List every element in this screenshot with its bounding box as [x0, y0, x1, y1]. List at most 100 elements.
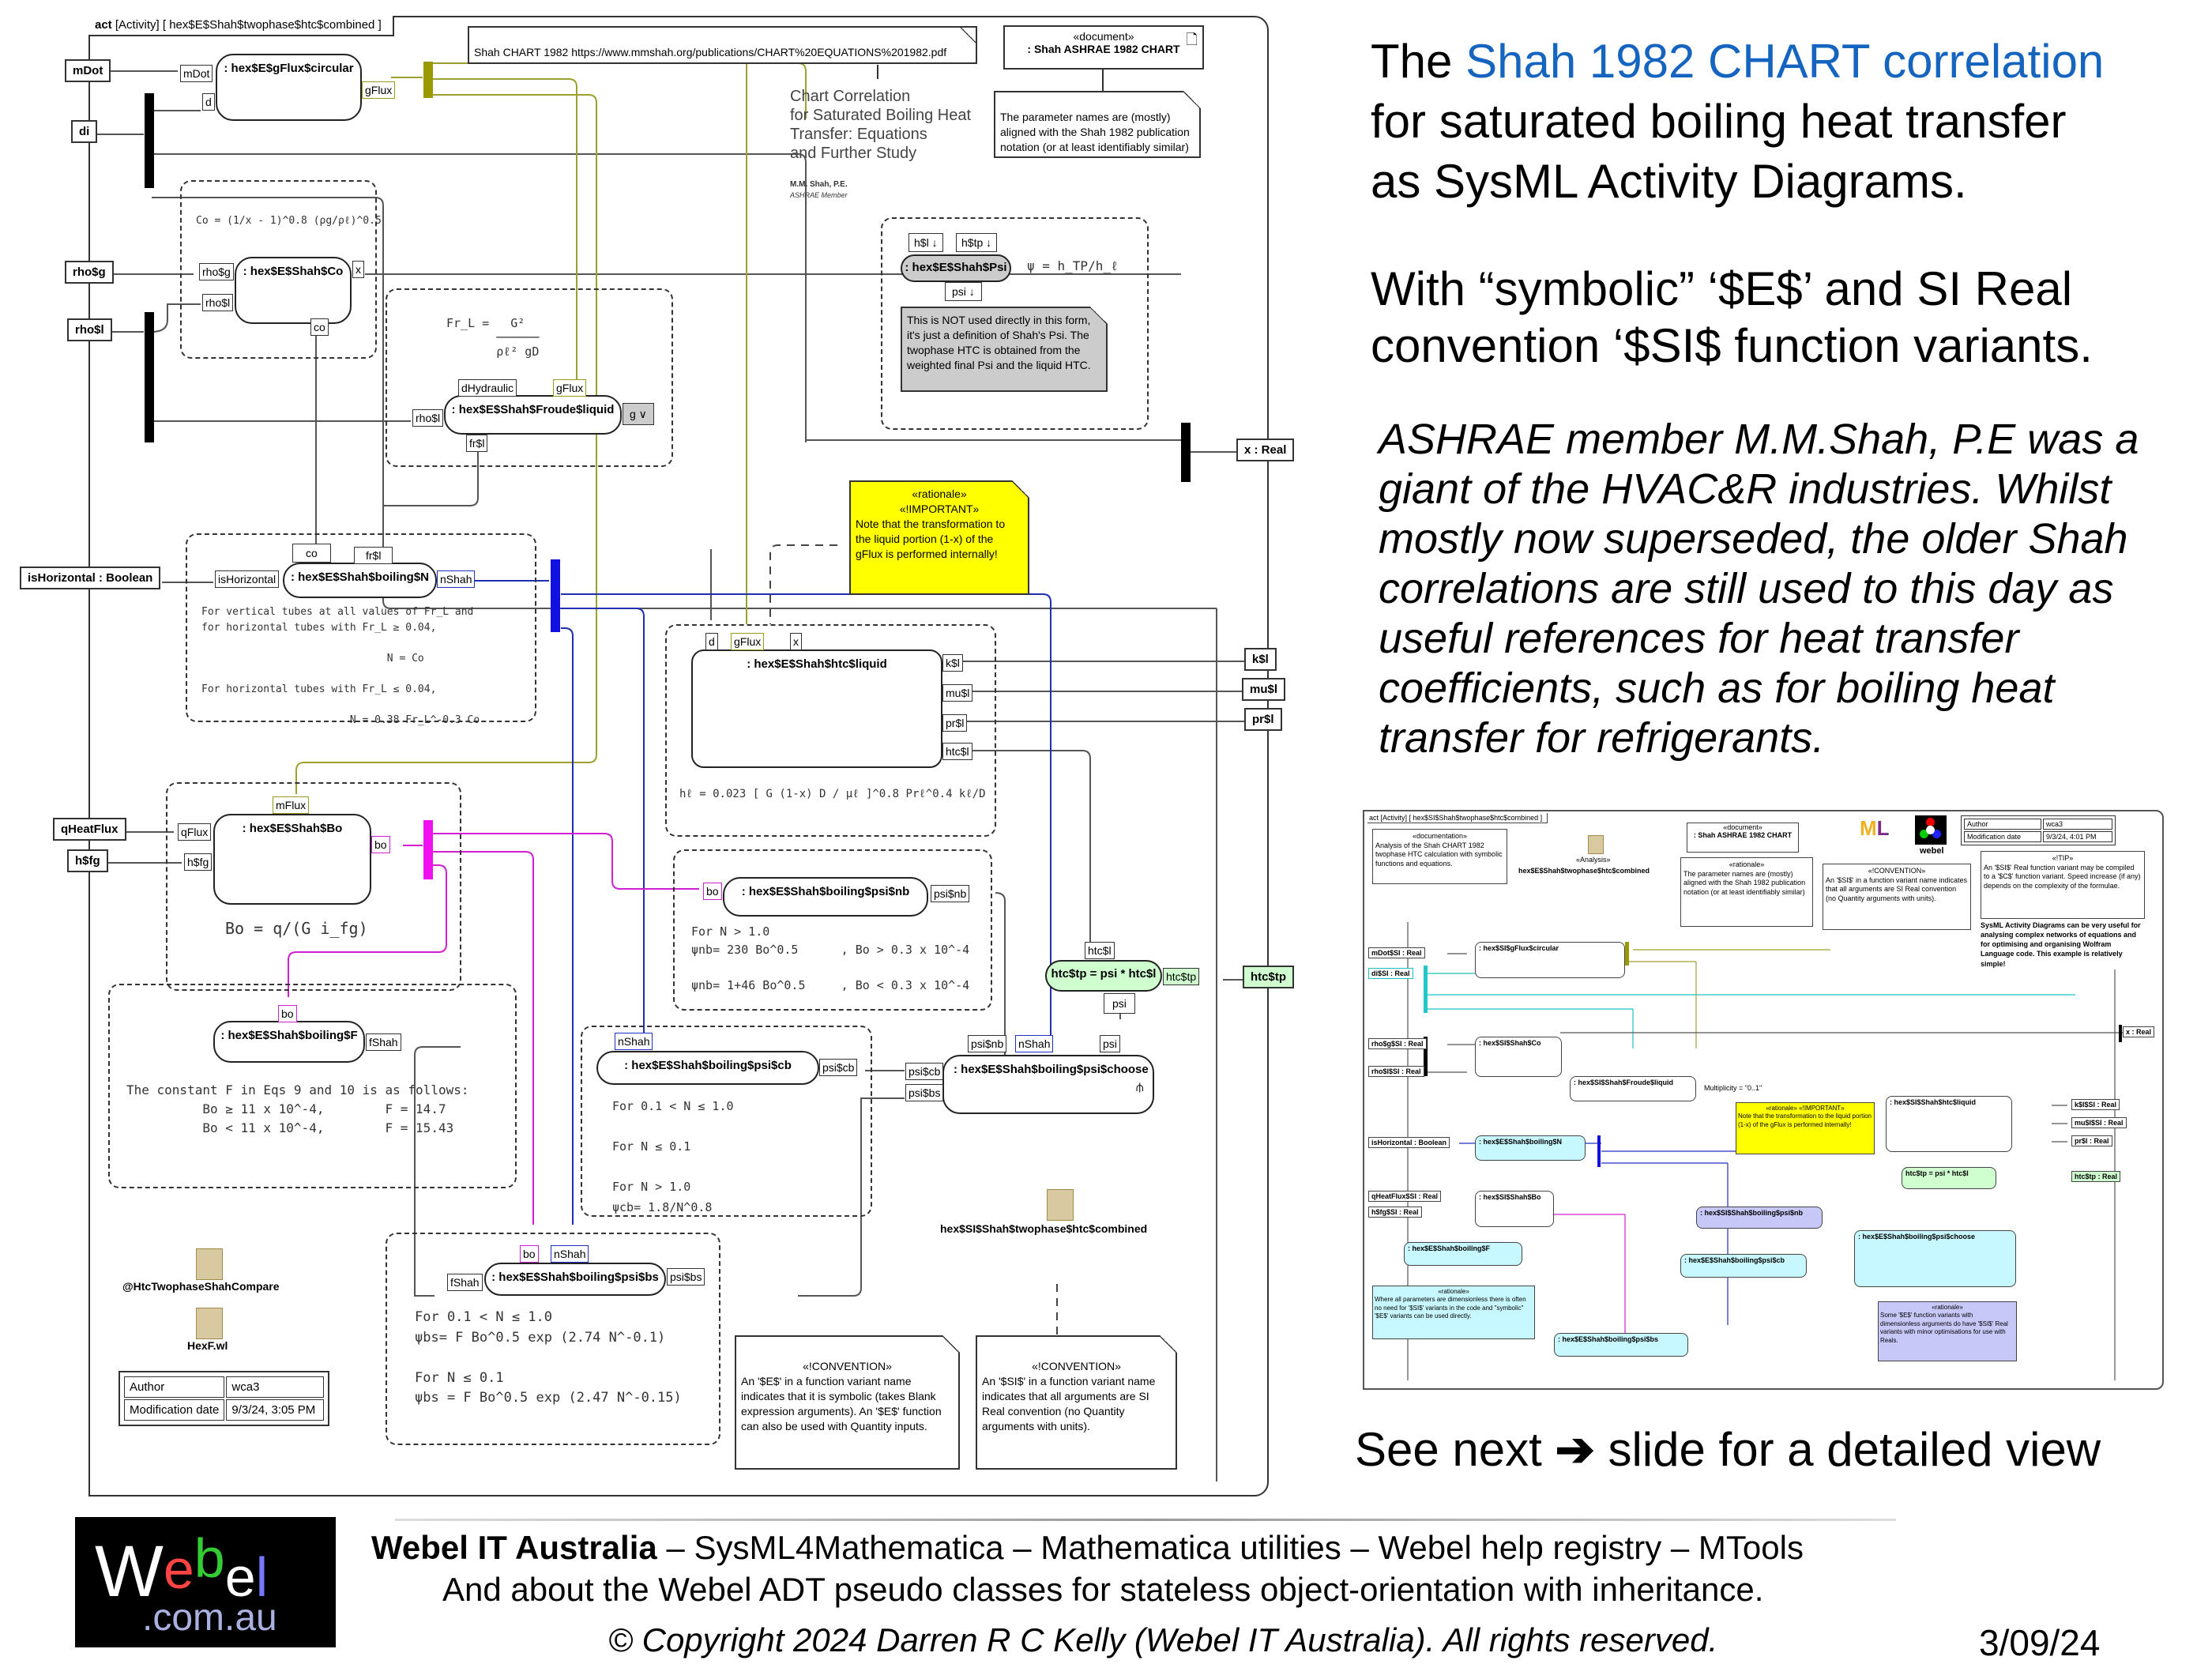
param-is-horizontal[interactable]: isHorizontal : Boolean	[20, 567, 161, 589]
htcl-equation-box	[665, 624, 996, 837]
webel-logo[interactable]: Webel .com.au	[75, 1517, 336, 1647]
param-mu-l[interactable]: mu$l	[1242, 678, 1286, 701]
pin-x-htcl[interactable]: x	[790, 633, 802, 650]
pin-mdot[interactable]: mDot	[180, 65, 213, 82]
psi-note-text: This is NOT used directly in this form, …	[907, 314, 1091, 371]
pin-fr-l-in[interactable]: fr$l	[354, 547, 393, 564]
pin-g-optional[interactable]: g ∨	[623, 403, 654, 425]
pin-nshah-out[interactable]: nShah	[437, 570, 476, 588]
pin-mflux[interactable]: mFlux	[273, 796, 310, 814]
pin-bo-nb[interactable]: bo	[703, 883, 722, 900]
pin-psi-bs-out[interactable]: psi$bs	[667, 1268, 705, 1286]
pin-psi-cb-in[interactable]: psi$cb	[905, 1063, 944, 1080]
param-mdot[interactable]: mDot	[65, 59, 111, 82]
action-shah-boiling-f[interactable]: : hex$E$Shah$boiling$F	[213, 1021, 365, 1063]
pin-h-tp[interactable]: h$tp ↓	[956, 233, 998, 252]
si-diagram-link[interactable]: hex$SI$Shah$twophase$htc$combined	[940, 1222, 1148, 1235]
pin-nshah-choose[interactable]: nShah	[1015, 1035, 1054, 1052]
pin-gflux-out[interactable]: gFlux	[362, 81, 396, 99]
pin-hfg[interactable]: h$fg	[184, 853, 213, 871]
pin-nshah-bs[interactable]: nShah	[551, 1245, 589, 1263]
action-shah-htc-liquid[interactable]: : hex$E$Shah$htc$liquid	[691, 649, 942, 768]
pin-x[interactable]: x	[352, 261, 364, 278]
pin-htc-l-out[interactable]: htc$l	[942, 743, 972, 760]
convention-si-text: An '$SI$' in a function variant name ind…	[982, 1374, 1156, 1432]
pin-rho-g[interactable]: rho$g	[199, 263, 234, 280]
action-gflux-circular[interactable]: : hex$E$gFlux$circular	[216, 54, 362, 121]
pin-psi-bs-in[interactable]: psi$bs	[905, 1084, 944, 1101]
thumb-fork-x	[2119, 1025, 2122, 1042]
pin-htc-l-in[interactable]: htc$l	[1085, 942, 1115, 959]
param-x[interactable]: x : Real	[1236, 439, 1295, 461]
pin-gflux-froude[interactable]: gFlux	[553, 379, 587, 397]
param-k-l[interactable]: k$l	[1244, 648, 1277, 671]
pin-psi-nb-in[interactable]: psi$nb	[968, 1035, 1007, 1052]
pin-gflux-htcl[interactable]: gFlux	[731, 633, 765, 650]
param-qheatflux[interactable]: qHeatFlux	[53, 818, 126, 841]
document-block[interactable]: «document» : Shah ASHRAE 1982 CHART 🗋	[1003, 25, 1204, 70]
param-rho-g[interactable]: rho$g	[65, 261, 114, 284]
pin-psi-nb-out[interactable]: psi$nb	[931, 885, 970, 902]
pin-d[interactable]: d	[202, 93, 215, 111]
param-pr-l[interactable]: pr$l	[1244, 708, 1282, 731]
pin-rho-l[interactable]: rho$l	[202, 294, 234, 311]
url-link[interactable]: Shah CHART 1982 https://www.mmshah.org/p…	[474, 46, 947, 58]
pin-rho-l-froude[interactable]: rho$l	[412, 409, 444, 427]
thumb-analysis-name[interactable]: hex$E$Shah$twophase$htc$combined	[1518, 867, 1650, 875]
si-diagram-thumbnail[interactable]: act [Activity] [ hex$SI$Shah$twophase$ht…	[1363, 810, 2164, 1390]
param-di[interactable]: di	[71, 120, 98, 143]
important-note: «rationale» «!IMPORTANT» Note that the t…	[849, 480, 1029, 595]
pin-fshah-in[interactable]: fShah	[447, 1274, 483, 1291]
title-link[interactable]: Shah 1982 CHART correlation	[1465, 35, 2105, 88]
footer-company[interactable]: Webel IT Australia	[371, 1529, 667, 1566]
package-diagram-icon[interactable]	[196, 1308, 223, 1339]
pin-is-horizontal[interactable]: isHorizontal	[215, 570, 280, 588]
pin-qflux[interactable]: qFlux	[178, 823, 212, 841]
thumb-action-htc-liquid: : hex$SI$Shah$htc$liquid	[1886, 1096, 2012, 1152]
pin-psi-cb-out[interactable]: psi$cb	[819, 1059, 858, 1076]
pin-co-out[interactable]: co	[310, 318, 329, 336]
action-shah-froude-liquid[interactable]: : hex$E$Shah$Froude$liquid	[444, 395, 622, 435]
action-shah-bo[interactable]: : hex$E$Shah$Bo	[213, 814, 371, 905]
pin-htc-tp-out[interactable]: htc$tp	[1163, 968, 1200, 985]
pin-mu-l[interactable]: mu$l	[942, 684, 973, 702]
param-htc-tp[interactable]: htc$tp	[1243, 966, 1294, 988]
action-shah-boiling-n[interactable]: : hex$E$Shah$boiling$N	[283, 563, 437, 598]
pin-psi-in[interactable]: psi	[1104, 993, 1135, 1014]
action-shah-co[interactable]: : hex$E$Shah$Co	[235, 257, 352, 324]
compare-link[interactable]: @HtcTwophaseShahCompare	[122, 1280, 280, 1293]
pin-fr-l-out[interactable]: fr$l	[466, 435, 488, 452]
param-rho-l[interactable]: rho$l	[67, 318, 112, 341]
pin-psi-def-out[interactable]: psi ↓	[945, 282, 982, 301]
thumb-multiplicity: Multiplicity = "0..1"	[1704, 1084, 1762, 1092]
pin-fshah-out[interactable]: fShah	[366, 1033, 401, 1051]
activity-diagram-icon[interactable]	[196, 1248, 223, 1280]
action-shah-boiling-psi-bs[interactable]: : hex$E$Shah$boiling$psi$bs	[484, 1263, 666, 1296]
pin-bo-bs[interactable]: bo	[520, 1245, 539, 1263]
pin-dhydraulic[interactable]: dHydraulic	[458, 379, 517, 397]
action-shah-boiling-psi-cb[interactable]: : hex$E$Shah$boiling$psi$cb	[596, 1051, 819, 1085]
footer-adt[interactable]: And about the Webel ADT pseudo classes f…	[442, 1571, 1764, 1608]
pin-d-htcl[interactable]: d	[705, 633, 718, 650]
action-shah-boiling-psi-choose[interactable]: : hex$E$Shah$boiling$psi$choose	[942, 1055, 1154, 1114]
pin-psi-out[interactable]: psi	[1100, 1035, 1120, 1052]
hexf-link[interactable]: HexF.wl	[187, 1339, 228, 1352]
si-diagram-icon[interactable]	[1047, 1189, 1074, 1221]
pin-bo-f[interactable]: bo	[278, 1005, 297, 1022]
pin-co-in[interactable]: co	[292, 544, 331, 563]
action-shah-boiling-psi-nb[interactable]: : hex$E$Shah$boiling$psi$nb	[723, 877, 928, 917]
param-hfg[interactable]: h$fg	[67, 849, 108, 872]
bo-equation: Bo = q/(G i_fg)	[225, 919, 368, 938]
pin-nshah-cb[interactable]: nShah	[615, 1033, 653, 1050]
nb-equation-box	[673, 849, 992, 1011]
pin-k-l[interactable]: k$l	[942, 654, 963, 672]
pin-h-l[interactable]: h$l ↓	[908, 233, 943, 252]
url-note[interactable]: Shah CHART 1982 https://www.mmshah.org/p…	[468, 26, 977, 64]
pin-pr-l[interactable]: pr$l	[942, 714, 968, 732]
pin-bo-out[interactable]: bo	[371, 836, 390, 853]
footer-topics[interactable]: – SysML4Mathematica – Mathematica utilit…	[666, 1529, 1804, 1566]
thumb-action-gflux: : hex$SI$gFlux$circular	[1475, 942, 1625, 978]
action-shah-psi[interactable]: : hex$E$Shah$Psi	[901, 254, 1011, 282]
action-htc-tp[interactable]: htc$tp = psi * htc$l	[1045, 960, 1162, 992]
